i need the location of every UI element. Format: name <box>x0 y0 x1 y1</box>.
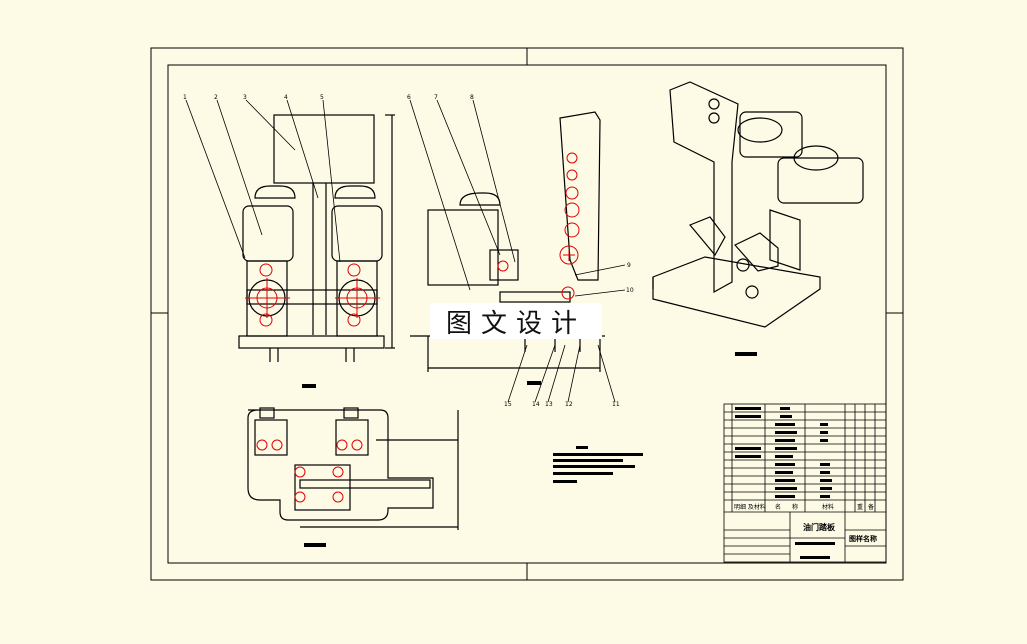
title-block-text: 明细 及材料 名 称 材料 重 备 油门踏板 图样名称 <box>734 503 877 543</box>
isometric-view <box>652 81 864 328</box>
balloon-15: 15 <box>504 401 512 408</box>
balloon-8: 8 <box>470 94 474 101</box>
watermark-banner: 图文设计 <box>430 303 602 339</box>
balloon-labels: 1 2 3 4 5 6 7 8 9 10 11 12 13 14 15 <box>183 94 634 408</box>
balloon-2: 2 <box>214 94 218 101</box>
balloon-4: 4 <box>284 94 288 101</box>
drawing-title: 油门踏板 <box>803 522 836 532</box>
parts-header-1: 名 <box>775 503 781 511</box>
parts-list <box>723 403 887 563</box>
front-view-centers <box>245 263 380 327</box>
top-view-centers <box>256 439 363 503</box>
view-captions <box>302 352 757 547</box>
technical-notes <box>553 446 643 483</box>
side-view-centers <box>497 152 580 300</box>
leader-lines <box>185 99 626 403</box>
balloon-3: 3 <box>243 94 247 101</box>
balloon-12: 12 <box>565 401 573 408</box>
balloon-5: 5 <box>320 94 324 101</box>
parts-header-0: 明细 及材料 <box>734 503 766 511</box>
balloon-13: 13 <box>545 401 553 408</box>
balloon-9: 9 <box>627 262 631 269</box>
balloon-7: 7 <box>434 94 438 101</box>
balloon-6: 6 <box>407 94 411 101</box>
top-view <box>247 407 459 530</box>
parts-header-2: 称 <box>792 503 798 511</box>
parts-header-3: 材料 <box>822 503 834 511</box>
balloon-11: 11 <box>612 401 620 408</box>
parts-header-4: 重 <box>857 503 863 511</box>
balloon-14: 14 <box>532 401 540 408</box>
balloon-10: 10 <box>626 287 634 294</box>
balloon-1: 1 <box>183 94 187 101</box>
parts-header-5: 备 <box>868 503 874 511</box>
parts-list-fill <box>735 407 835 559</box>
drawing-number: 图样名称 <box>849 534 877 543</box>
